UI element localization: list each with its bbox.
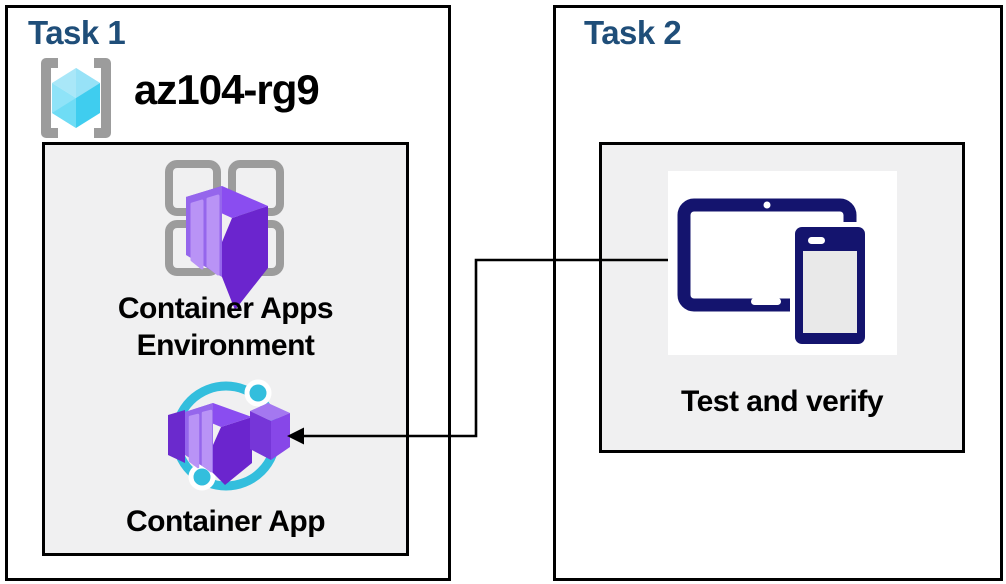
environment-label: Container Apps Environment — [117, 292, 334, 362]
devices-icon-card — [668, 171, 897, 355]
tablet-and-phone-devices-icon — [677, 198, 870, 349]
task1-box: Task 1 az104-rg9 — [5, 5, 451, 581]
task2-inner-panel: Test and verify — [599, 142, 965, 453]
container-app-icon — [168, 379, 290, 491]
resource-group-icon — [41, 58, 111, 138]
container-apps-environment-icon — [165, 160, 284, 310]
task2-box: Task 2 Test and verify — [553, 5, 1003, 581]
task1-title: Task 1 — [28, 14, 126, 51]
resource-group-label: az104-rg9 — [134, 66, 320, 113]
task2-title: Task 2 — [584, 14, 682, 51]
task1-inner-panel: Container Apps Environment Container App — [42, 142, 409, 556]
test-and-verify-label: Test and verify — [680, 385, 884, 418]
container-app-label: Container App — [125, 505, 326, 538]
